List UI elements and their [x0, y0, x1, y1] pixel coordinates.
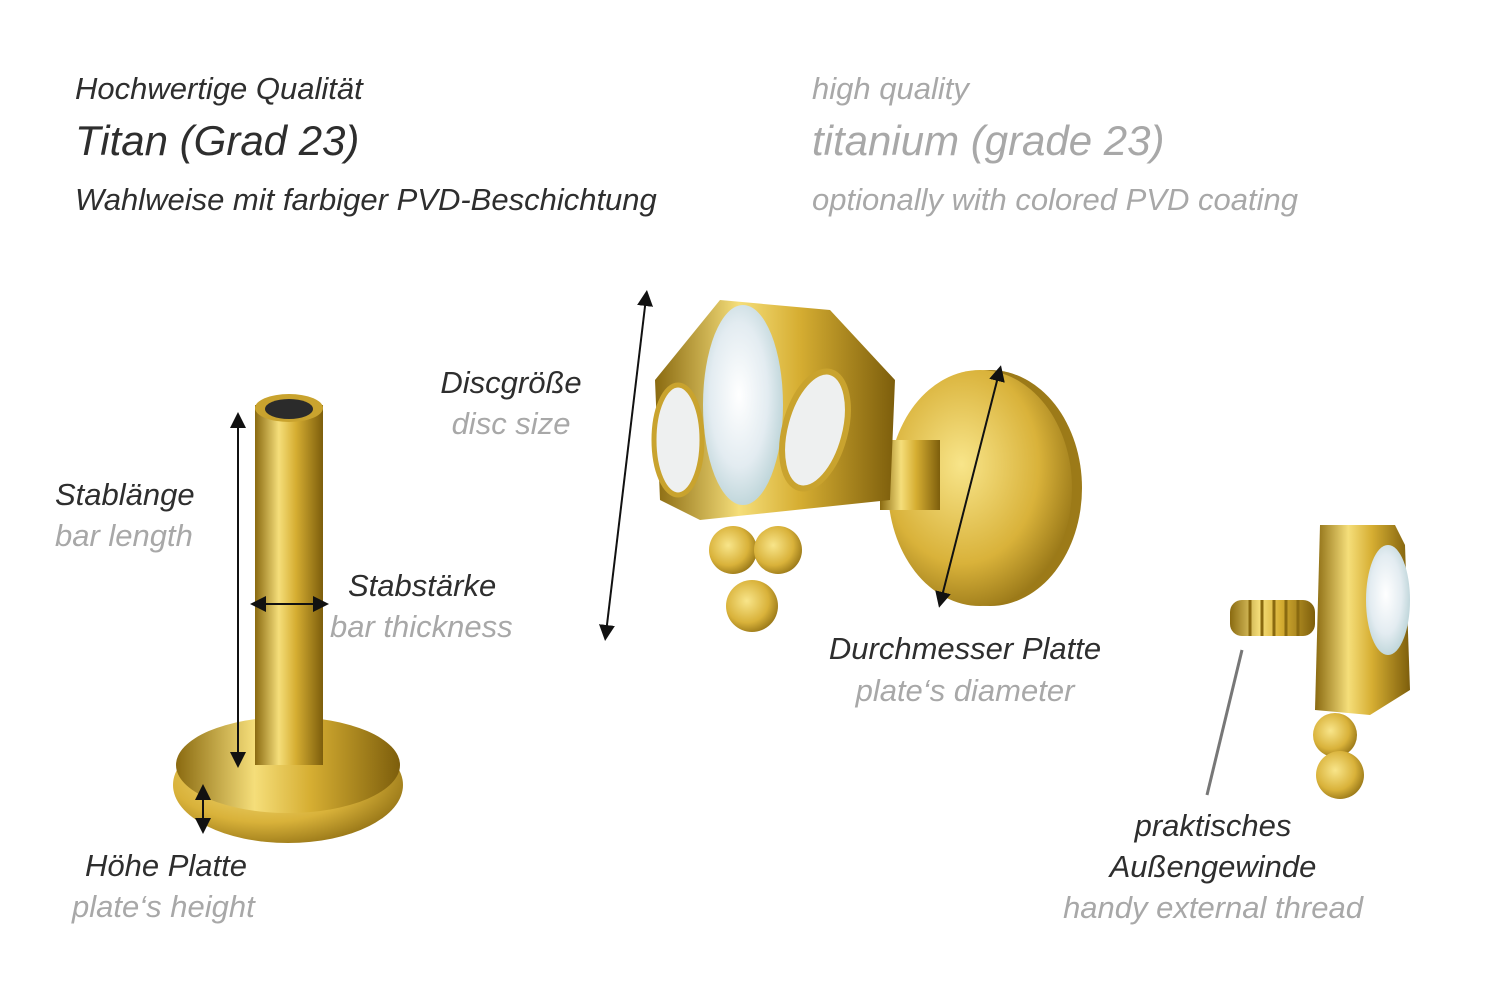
plate-diameter-label-en: plate‘s diameter — [855, 673, 1075, 708]
external-thread-label-de-1: praktisches — [1134, 808, 1292, 843]
external-thread-label-en: handy external thread — [1063, 890, 1363, 925]
disc-size-label-de: Discgröße — [440, 365, 582, 400]
header-de-line2: Titan (Grad 23) — [75, 117, 360, 164]
plate-diameter-arrow — [935, 365, 1005, 608]
threaded-top-image — [1230, 525, 1410, 799]
header-en-line3: optionally with colored PVD coating — [812, 182, 1298, 217]
external-thread-label-de-2: Außengewinde — [1109, 849, 1317, 884]
header-en-line2: titanium (grade 23) — [812, 117, 1165, 164]
bar-thickness-label-en: bar thickness — [330, 609, 513, 644]
bar-length-label-de: Stablänge — [55, 477, 195, 512]
plate-height-label-de: Höhe Platte — [85, 848, 247, 883]
header-en-line1: high quality — [812, 71, 969, 106]
plate-height-label-en: plate‘s height — [72, 889, 255, 924]
bar-thickness-label-de: Stabstärke — [348, 568, 497, 603]
bar-length-label-en: bar length — [55, 518, 193, 553]
disc-size-label-en: disc size — [451, 406, 571, 441]
thread-pointer-line — [1205, 649, 1244, 796]
disc-size-arrow — [599, 290, 653, 641]
header-de-line3: Wahlweise mit farbiger PVD-Beschichtung — [75, 182, 657, 217]
header-de-line1: Hochwertige Qualität — [75, 71, 363, 106]
labret-top-image — [651, 300, 1082, 632]
plate-diameter-label-de: Durchmesser Platte — [828, 631, 1102, 666]
